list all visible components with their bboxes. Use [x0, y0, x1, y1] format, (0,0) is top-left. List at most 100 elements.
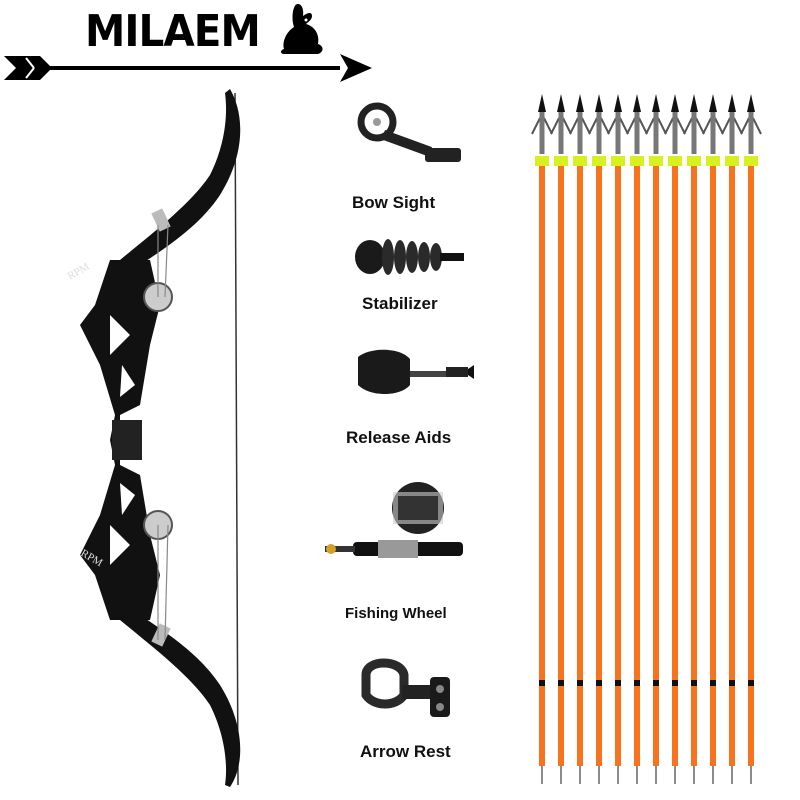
arrow-band [725, 156, 739, 166]
arrow-shaft [539, 166, 545, 766]
arrow-band [649, 156, 663, 166]
arrow-broadhead [652, 94, 660, 112]
arrow-ferrule [729, 112, 735, 154]
arrow [588, 94, 610, 784]
arrow-marker [710, 680, 716, 686]
arrow-broadhead [633, 94, 641, 112]
arrow-barbs [550, 117, 572, 135]
arrow-barbs [721, 117, 743, 135]
arrow-shaft [691, 166, 697, 766]
arrow [645, 94, 667, 784]
arrow-ferrule [596, 112, 602, 154]
arrow-ferrule [539, 112, 545, 154]
rabbit-logo-icon [281, 4, 323, 54]
arrow-broadhead [671, 94, 679, 112]
arrow-broadhead [538, 94, 546, 112]
arrow [607, 94, 629, 784]
arrow-shaft [558, 166, 564, 766]
arrow [550, 94, 572, 784]
release-aid-icon [358, 349, 474, 394]
arrow [721, 94, 743, 784]
arrow-broadhead [690, 94, 698, 112]
arrow-band [573, 156, 587, 166]
arrow-ferrule [691, 112, 697, 154]
accessory-label-bow-sight: Bow Sight [352, 193, 436, 212]
arrow-marker [577, 680, 583, 686]
arrow-shaft [596, 166, 602, 766]
bow-upper-limb [120, 89, 241, 265]
arrow [664, 94, 686, 784]
arrow-barbs [683, 117, 705, 135]
bow-grip [112, 420, 142, 460]
arrow-shaft [710, 166, 716, 766]
arrow-band [611, 156, 625, 166]
arrow-marker [691, 680, 697, 686]
stabilizer-icon [355, 239, 464, 275]
arrow-band [668, 156, 682, 166]
arrow-broadhead [557, 94, 565, 112]
arrow-band [687, 156, 701, 166]
bow-limb-marking-upper: RPM [66, 260, 92, 282]
arrow-ferrule [653, 112, 659, 154]
arrow-barbs [664, 117, 686, 135]
arrow-barbs [607, 117, 629, 135]
arrow [531, 94, 553, 784]
arrow-marker [634, 680, 640, 686]
arrow-marker [539, 680, 545, 686]
bow-string [234, 92, 239, 786]
arrow-marker [596, 680, 602, 686]
arrow-barbs [588, 117, 610, 135]
arrow-ferrule [748, 112, 754, 154]
fishing-reel-icon [325, 482, 463, 558]
arrow-ferrule [634, 112, 640, 154]
arrow-shaft [748, 166, 754, 766]
arrow-band [630, 156, 644, 166]
arrow-ferrule [672, 112, 678, 154]
accessory-label-arrow-rest: Arrow Rest [360, 742, 451, 761]
arrow-ferrule [558, 112, 564, 154]
arrow-shaft [653, 166, 659, 766]
arrow [740, 94, 762, 784]
arrow-band [706, 156, 720, 166]
arrow-marker [729, 680, 735, 686]
arrow-barbs [531, 117, 553, 135]
arrow-shaft [634, 166, 640, 766]
arrow-rest-icon [361, 658, 450, 717]
arrow-barbs [626, 117, 648, 135]
arrow [569, 94, 591, 784]
arrow-barbs [569, 117, 591, 135]
arrow-band [744, 156, 758, 166]
arrow [683, 94, 705, 784]
arrow-broadhead [709, 94, 717, 112]
compound-bow: RPM RPM [66, 89, 241, 787]
arrow-shaft [729, 166, 735, 766]
arrow-marker [672, 680, 678, 686]
arrow-barbs [702, 117, 724, 135]
arrow-shaft [577, 166, 583, 766]
arrow-ferrule [710, 112, 716, 154]
arrow [626, 94, 648, 784]
arrow-band [592, 156, 606, 166]
arrow-marker [653, 680, 659, 686]
brand-name: MILAEM [85, 6, 261, 57]
arrow-broadhead [576, 94, 584, 112]
arrow-broadhead [595, 94, 603, 112]
arrow-marker [748, 680, 754, 686]
bow-sight-icon [357, 102, 461, 162]
bow-lower-limb [120, 615, 241, 787]
arrow [702, 94, 724, 784]
arrow-marker [558, 680, 564, 686]
arrow-set [531, 94, 762, 784]
accessory-label-fishing-wheel: Fishing Wheel [345, 605, 447, 622]
brand-arrow-icon [4, 54, 372, 82]
arrow-shaft [672, 166, 678, 766]
arrow-band [554, 156, 568, 166]
arrow-barbs [645, 117, 667, 135]
arrow-shaft [615, 166, 621, 766]
arrow-marker [615, 680, 621, 686]
arrow-band [535, 156, 549, 166]
arrow-ferrule [577, 112, 583, 154]
arrow-barbs [740, 117, 762, 135]
brand-header: MILAEM [0, 0, 380, 95]
arrow-ferrule [615, 112, 621, 154]
